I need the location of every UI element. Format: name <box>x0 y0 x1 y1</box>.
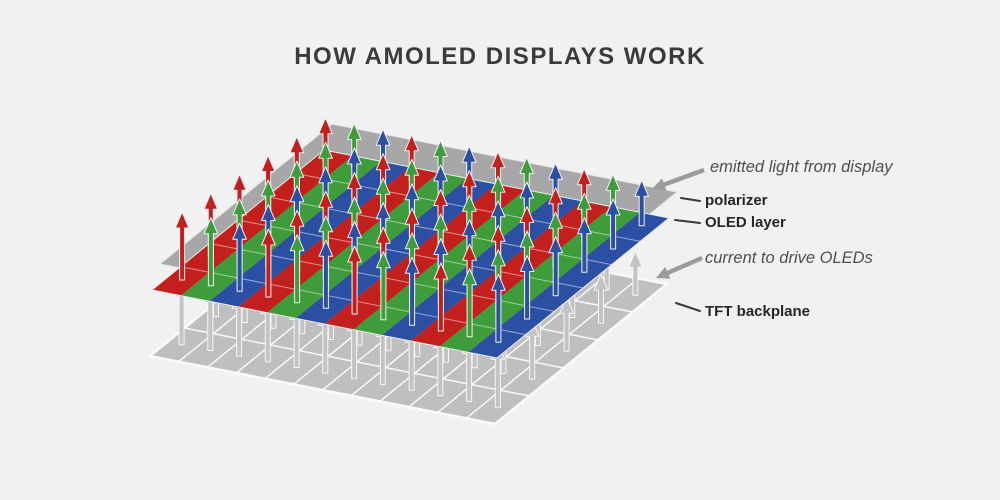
oled-subpixel-layer <box>150 149 671 359</box>
label-oled-layer: OLED layer <box>705 214 786 231</box>
oled-layer-leader-line <box>674 219 701 224</box>
label-polarizer: polarizer <box>705 192 768 209</box>
emitted-light-arrows-group <box>174 117 649 343</box>
label-current: current to drive OLEDs <box>705 249 873 267</box>
label-emitted-light: emitted light from display <box>710 158 894 176</box>
current-pointer-arrow-icon <box>656 256 703 279</box>
emitted-light-pointer-arrow-icon <box>652 167 705 191</box>
page-title: HOW AMOLED DISPLAYS WORK <box>294 43 706 70</box>
label-tft-backplane: TFT backplane <box>705 303 810 320</box>
tft-backplane-leader-line <box>675 302 701 312</box>
polarizer-leader-line <box>680 197 701 202</box>
annotations-group: HOW AMOLED DISPLAYS WORK emitted light f… <box>294 43 894 320</box>
